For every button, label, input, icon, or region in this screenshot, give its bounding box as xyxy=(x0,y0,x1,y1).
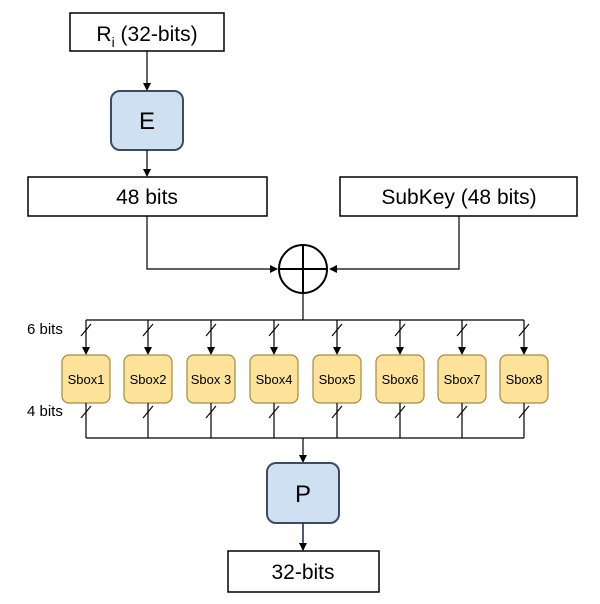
expansion-label: E xyxy=(139,108,155,135)
bus-width-slash xyxy=(80,405,92,419)
bus-width-slash xyxy=(456,405,468,419)
sbox-label: Sbox8 xyxy=(506,372,543,387)
permutation-block: P xyxy=(266,462,340,524)
bus-width-slash xyxy=(518,323,530,337)
input-label-rest: (32-bits) xyxy=(115,23,198,46)
output-box xyxy=(227,550,380,593)
sbox-column: Sbox 3 xyxy=(186,320,236,438)
sbox-label: Sbox5 xyxy=(319,372,356,387)
bus-width-slash xyxy=(205,323,217,337)
bus-width-slash xyxy=(394,323,406,337)
sbox-label: Sbox6 xyxy=(382,372,419,387)
bus-width-slash xyxy=(518,405,530,419)
bus-width-slash xyxy=(80,323,92,337)
sbox-label: Sbox7 xyxy=(444,372,481,387)
input-label-main: R xyxy=(96,23,111,46)
bus-width-slash xyxy=(394,405,406,419)
sbox-label: Sbox2 xyxy=(130,372,167,387)
arrow-subkey-to-xor xyxy=(329,216,460,273)
sbox-label: Sbox4 xyxy=(256,372,293,387)
sbox-column: Sbox8 xyxy=(499,320,549,438)
input-label-subscript: i xyxy=(112,34,115,50)
bus-width-slash xyxy=(205,405,217,419)
output-block: 32-bits xyxy=(227,550,380,593)
sbox-column: Sbox6 xyxy=(375,320,425,438)
arrow-48bits-to-xor xyxy=(146,216,278,273)
sbox-column: Sbox7 xyxy=(437,320,487,438)
expanded-box xyxy=(27,176,268,217)
sbox-column: Sbox1 xyxy=(61,320,111,438)
subkey-label: SubKey (48 bits) xyxy=(381,186,536,209)
bus-width-slash xyxy=(142,405,154,419)
bus-width-slash xyxy=(331,405,343,419)
expanded-label: 48 bits xyxy=(116,186,178,209)
bus-out-label: 4 bits xyxy=(27,403,63,420)
sbox-row: Sbox1 Sbox2 Sbox 3 Sbox4 Sbox5 Sbox6 Sbox7 Sbox… xyxy=(61,320,549,438)
bus-width-slash xyxy=(331,323,343,337)
output-label: 32-bits xyxy=(271,561,334,584)
sbox-label: Sbox 3 xyxy=(191,372,231,387)
input-block: Ri (32-bits) xyxy=(69,12,225,52)
permutation-label: P xyxy=(295,481,311,508)
bus-width-slash xyxy=(268,323,280,337)
bus-width-slash xyxy=(456,323,468,337)
sbox-column: Sbox2 xyxy=(123,320,173,438)
xor-operator-icon xyxy=(278,244,328,294)
sbox-column: Sbox5 xyxy=(312,320,362,438)
bus-width-slash xyxy=(142,323,154,337)
input-label: Ri (32-bits) xyxy=(96,23,197,50)
bus-width-slash xyxy=(268,405,280,419)
sbox-column: Sbox4 xyxy=(249,320,299,438)
expanded-block: 48 bits xyxy=(27,176,268,217)
sbox-label: Sbox1 xyxy=(68,372,105,387)
subkey-block: SubKey (48 bits) xyxy=(339,176,578,217)
expansion-block: E xyxy=(110,90,184,151)
bus-in-label: 6 bits xyxy=(27,321,63,338)
input-box xyxy=(69,12,225,52)
